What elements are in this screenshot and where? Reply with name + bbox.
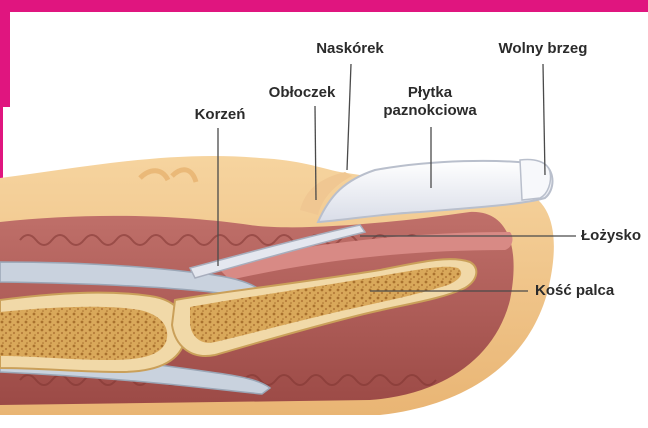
label-plytka-line2: paznokciowa: [365, 102, 495, 120]
label-naskorek: Naskórek: [300, 40, 400, 58]
label-kosc-palca: Kość palca: [535, 282, 614, 300]
label-plytka-paznokciowa: Płytka paznokciowa: [365, 84, 495, 120]
label-korzen: Korzeń: [170, 106, 270, 124]
nail-free-edge: [520, 160, 551, 201]
leader-naskorek: [347, 64, 351, 170]
middle-phalanx-marrow: [0, 307, 167, 360]
label-lozysko: Łożysko: [581, 227, 641, 245]
leader-wolny-brzeg: [543, 64, 545, 175]
top-frame-bar: [0, 0, 648, 12]
label-wolny-brzeg: Wolny brzeg: [486, 40, 600, 58]
left-frame-bar: [0, 0, 10, 107]
label-plytka-line1: Płytka: [365, 84, 495, 102]
label-obloczek: Obłoczek: [252, 84, 352, 102]
